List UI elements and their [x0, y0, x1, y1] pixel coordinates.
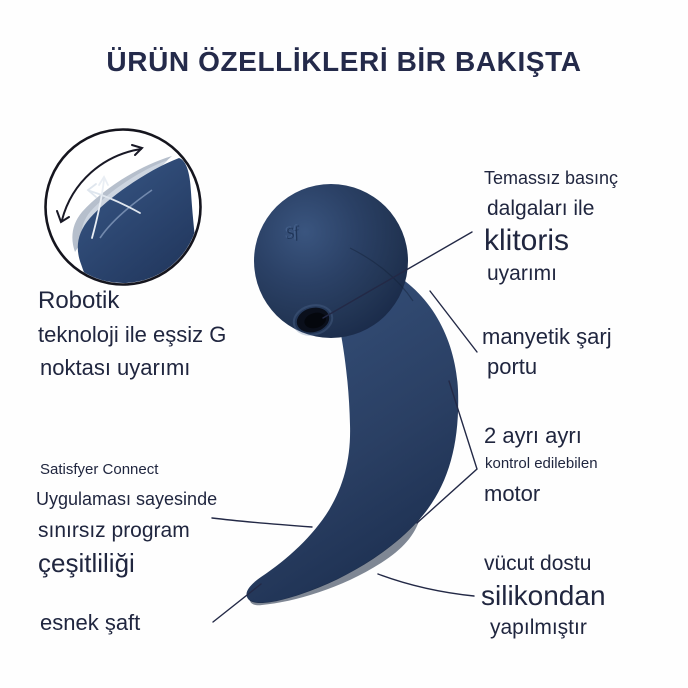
tip-inner-curve [99, 189, 153, 239]
device-head [254, 184, 408, 338]
annotation-klitoris-line3: klitoris [484, 224, 570, 257]
device-shaft [246, 255, 459, 604]
callout-line-saft [212, 583, 262, 623]
annotation-silikon-line1: vücut dostu [484, 552, 592, 575]
annotation-silikon-line2: silikondan [481, 580, 606, 611]
annotation-motor: 2 ayrı ayrı kontrol edilebilen motor [484, 421, 598, 511]
device-head-crease [349, 247, 414, 302]
air-pulse-opening [292, 304, 334, 336]
annotation-robotik-line1: Robotik [38, 287, 120, 314]
annotation-sarj: manyetik şarj portu [482, 322, 612, 382]
annotation-motor-line1: 2 ayrı ayrı [484, 423, 582, 448]
annotation-app-line4: çeşitliliği [38, 548, 135, 578]
annotation-motor-line2: kontrol edilebilen [485, 455, 598, 472]
callout-line-motor [416, 380, 478, 524]
annotation-app-line1: Satisfyer Connect [40, 461, 159, 478]
page-title: ÜRÜN ÖZELLİKLERİ BİR BAKIŞTA [106, 46, 582, 77]
annotation-sarj-line2: portu [487, 354, 538, 379]
annotation-klitoris-line4: uyarımı [487, 262, 558, 285]
annotation-app-line2: Uygulaması sayesinde [36, 489, 218, 509]
annotation-app: Satisfyer Connect Uygulaması sayesinde s… [36, 455, 217, 580]
motion-double-arrow [56, 144, 144, 224]
product-illustration: Sf . Sf [246, 184, 459, 606]
callout-line-app [211, 517, 313, 528]
annotation-robotik-line3: noktası uyarımı [40, 355, 191, 380]
annotation-app-line3: sınırsız program [38, 519, 190, 542]
tip-arrow-up [91, 175, 109, 239]
annotation-robotik: Robotik teknoloji ile eşsiz G noktası uy… [38, 284, 226, 384]
annotation-silikon-line3: yapılmıştır [490, 616, 587, 639]
annotation-robotik-line2: teknoloji ile eşsiz G [38, 322, 227, 347]
annotation-klitoris-line1: Temassız basınç [484, 168, 619, 188]
callout-line-sarj [429, 290, 478, 353]
callout-line-klitoris [322, 231, 473, 319]
annotation-saft: esnek şaft [40, 608, 140, 638]
callout-lines [211, 231, 478, 623]
annotation-klitoris: Temassız basınç dalgaları ile klitoris u… [484, 163, 618, 290]
callout-line-silikon [377, 573, 475, 597]
tip-motion-ghost [72, 156, 172, 252]
annotation-klitoris-line2: dalgaları ile [487, 197, 595, 220]
annotation-silikon: vücut dostu silikondan yapılmıştır [481, 549, 606, 644]
annotation-motor-line3: motor [484, 481, 541, 506]
annotation-sarj-line1: manyetik şarj [482, 324, 612, 349]
tip-arrow-left [86, 183, 141, 214]
annotation-saft-line1: esnek şaft [40, 610, 141, 635]
